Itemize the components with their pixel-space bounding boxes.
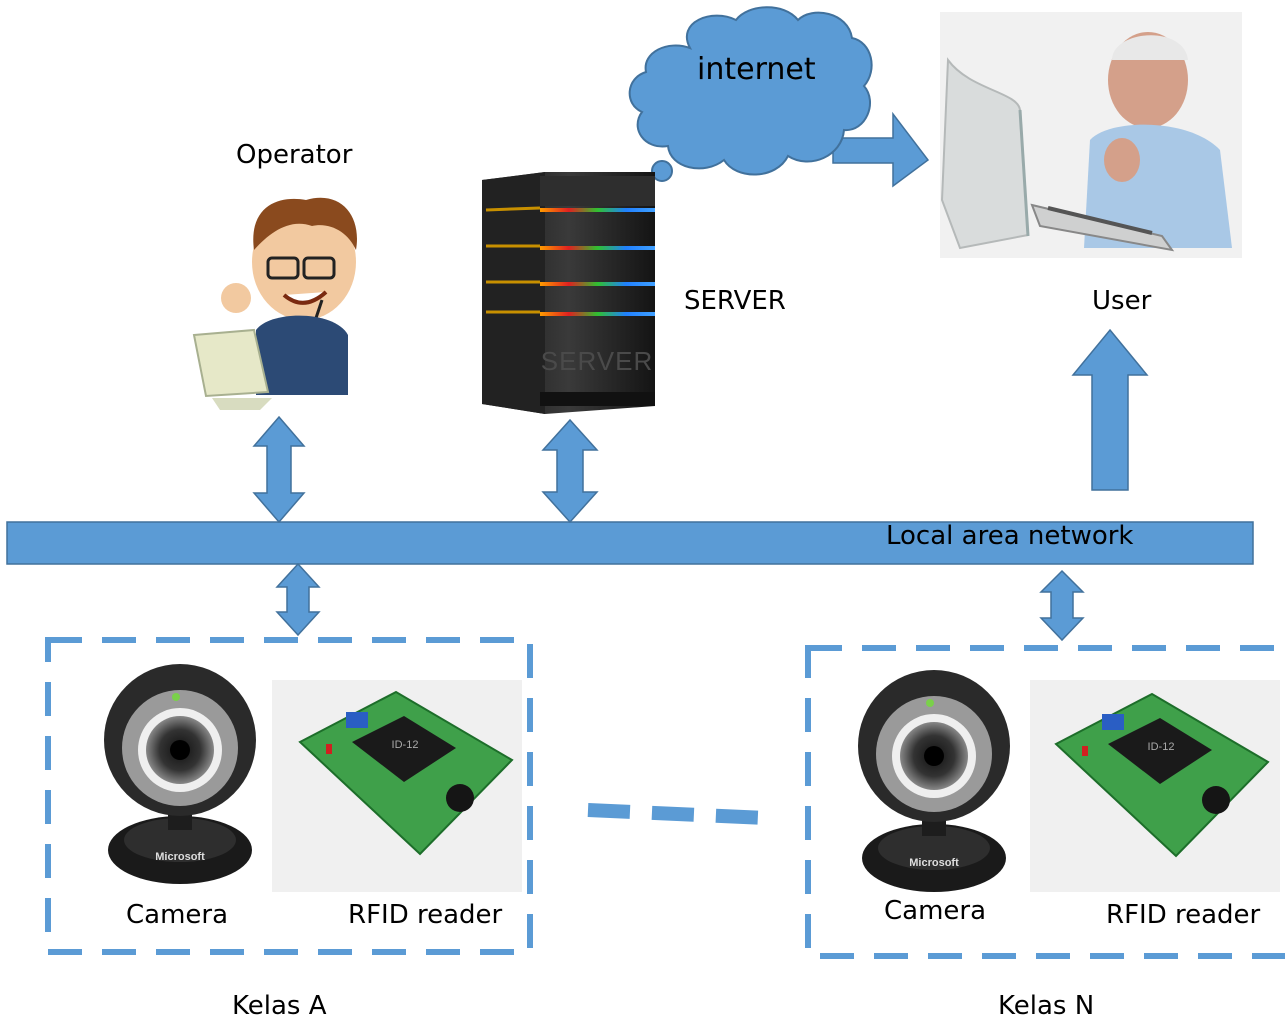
lan-bar — [6, 521, 1254, 565]
server-lan-arrow — [541, 418, 599, 524]
lan-user-arrow — [1071, 328, 1149, 491]
class-n-container — [805, 645, 1285, 959]
rfid-a-label: RFID reader — [348, 900, 503, 930]
operator-lan-arrow — [252, 415, 306, 524]
webcam-a-brand: Microsoft — [155, 851, 205, 863]
operator-label: Operator — [236, 140, 353, 170]
internet-cloud — [619, 6, 873, 212]
internet-user-arrow — [832, 111, 930, 188]
server-icon: SERVER — [482, 172, 655, 414]
user-label: User — [1092, 286, 1152, 316]
user-photo — [940, 12, 1242, 258]
internet-label: internet — [697, 52, 816, 87]
lan-class-n-arrow — [1039, 569, 1085, 642]
webcam-n: Microsoft — [858, 670, 1010, 892]
rfid-a-module: ID-12 — [392, 739, 419, 751]
class-n-label: Kelas N — [998, 991, 1095, 1021]
webcam-a: Microsoft — [104, 664, 256, 884]
rfid-n-module: ID-12 — [1148, 741, 1175, 753]
rfid-n-label: RFID reader — [1106, 900, 1261, 930]
server-label: SERVER — [684, 286, 786, 316]
webcam-n-brand: Microsoft — [909, 857, 959, 869]
lan-class-a-arrow — [275, 562, 321, 637]
camera-a-label: Camera — [126, 900, 229, 930]
server-case-text: SERVER — [541, 346, 653, 376]
lan-label: Local area network — [886, 521, 1134, 551]
rfid-board-a: ID-12 — [272, 680, 522, 892]
camera-n-label: Camera — [884, 896, 987, 926]
class-a-container — [45, 637, 533, 955]
rfid-board-n: ID-12 — [1030, 680, 1280, 892]
class-a-label: Kelas A — [232, 991, 327, 1021]
class-connector-dashes — [587, 803, 766, 825]
operator-illustration — [192, 197, 357, 410]
